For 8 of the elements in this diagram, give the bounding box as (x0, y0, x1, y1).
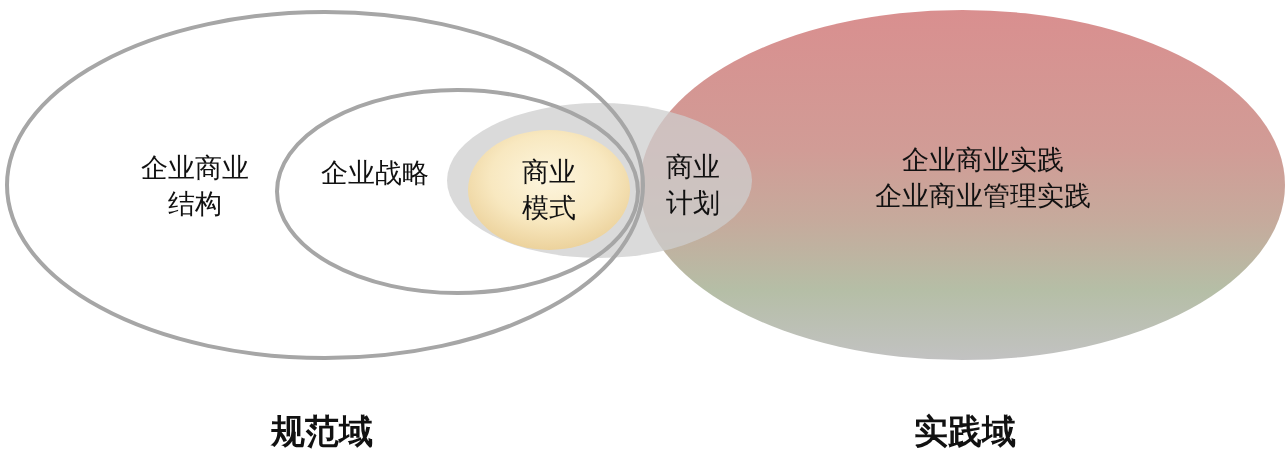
domain-caption: 实践域 (914, 410, 1016, 453)
domain-caption: 规范域 (271, 410, 373, 453)
region-label: 商业模式 (521, 155, 577, 225)
region-label: 企业商业结构 (140, 151, 250, 221)
region-label: 企业商业实践 (901, 143, 1065, 177)
region-label: 商业计划 (665, 150, 721, 220)
region-label: 企业商业管理实践 (874, 179, 1092, 213)
region-label: 企业战略 (320, 156, 430, 190)
